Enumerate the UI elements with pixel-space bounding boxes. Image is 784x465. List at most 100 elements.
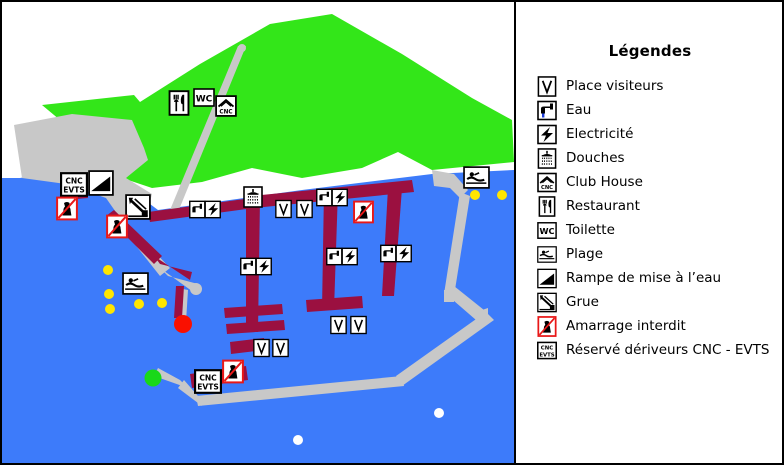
map-marker[interactable]: [56, 196, 80, 223]
svg-text:EVTS: EVTS: [197, 383, 219, 392]
beach-icon[interactable]: [463, 166, 490, 189]
no-mooring-icon[interactable]: [222, 359, 244, 384]
breakwater-lower: [196, 376, 404, 406]
no-mooring-icon[interactable]: [353, 200, 374, 224]
map-marker[interactable]: [296, 199, 315, 221]
breakwater-upper: [444, 192, 470, 296]
slipway-icon[interactable]: [88, 170, 114, 196]
pontoon-finger-c: [382, 188, 402, 296]
pontoon-finger-a-cross1: [224, 304, 283, 318]
water-elec-icon[interactable]: [316, 188, 348, 207]
water-area: [20, 170, 514, 463]
map-marker[interactable]: [253, 338, 272, 360]
buoy-red: [174, 315, 192, 333]
restaurant-icon: [536, 195, 557, 217]
visitor-berth-icon[interactable]: [275, 199, 292, 219]
pontoon-finger-b-cross: [306, 296, 363, 312]
map-marker[interactable]: [189, 200, 223, 221]
no-mooring-icon[interactable]: [106, 214, 128, 239]
map-marker[interactable]: WC: [193, 88, 217, 109]
no-mooring-icon[interactable]: [56, 196, 78, 221]
map-marker[interactable]: [240, 257, 274, 278]
map-marker[interactable]: [275, 199, 294, 221]
buoy-white: [434, 408, 444, 418]
map-marker[interactable]: [168, 90, 192, 118]
beach-icon[interactable]: [122, 272, 149, 295]
map-marker[interactable]: [272, 338, 291, 360]
map-marker[interactable]: [380, 244, 414, 265]
legend-row: Restaurant: [536, 194, 782, 218]
map-marker[interactable]: [88, 170, 116, 198]
pontoon-left-edge2: [154, 256, 192, 280]
legend-row: Rampe de mise à l’eau: [536, 266, 782, 290]
legend-row: Place visiteurs: [536, 74, 782, 98]
map-marker[interactable]: [326, 247, 360, 268]
club-house-icon[interactable]: CNC: [215, 95, 237, 117]
svg-text:WC: WC: [196, 95, 213, 105]
mole-tip-cap: [190, 283, 202, 295]
legend-label: Plage: [566, 246, 604, 262]
svg-text:CNC: CNC: [540, 345, 552, 351]
map-marker[interactable]: [122, 272, 151, 297]
water-elec-icon[interactable]: [326, 247, 358, 266]
map-marker[interactable]: [353, 200, 376, 226]
map-marker[interactable]: [463, 166, 492, 191]
visitor-berth-icon[interactable]: [296, 199, 313, 219]
water-elec-icon[interactable]: [240, 257, 272, 276]
legend-title: Légendes: [608, 42, 692, 60]
map-marker[interactable]: [316, 188, 350, 209]
buoy-yellow: [157, 298, 167, 308]
visitor-berth-icon[interactable]: [253, 338, 270, 358]
visitor-berth-icon: [536, 75, 557, 97]
svg-text:CNC: CNC: [219, 109, 232, 115]
water-elec-icon[interactable]: [380, 244, 412, 263]
legend-label: Amarrage interdit: [566, 318, 686, 334]
quay-left: [14, 114, 152, 218]
crane-icon[interactable]: [125, 194, 151, 220]
visitor-berth-icon[interactable]: [350, 315, 367, 335]
legend-row: Grue: [536, 290, 782, 314]
buoy-layer: [103, 190, 507, 445]
access-road: [170, 46, 246, 212]
crane-icon: [536, 292, 557, 313]
shower-icon[interactable]: [243, 186, 263, 208]
legend-row: Plage: [536, 242, 782, 266]
buoy-yellow: [134, 299, 144, 309]
breakwater-joint: [442, 174, 468, 198]
visitor-berth-icon[interactable]: [272, 338, 289, 358]
map-marker[interactable]: [222, 359, 246, 386]
map-marker[interactable]: [330, 315, 349, 337]
restaurant-icon[interactable]: [168, 90, 190, 116]
map-marker[interactable]: [125, 194, 153, 222]
water-tap-icon: [536, 100, 557, 121]
map-marker[interactable]: [106, 214, 130, 241]
pontoon-left-spur: [174, 286, 184, 318]
toilet-icon[interactable]: WC: [193, 88, 215, 107]
visitor-berth-icon[interactable]: [330, 315, 347, 335]
map-marker[interactable]: CNC: [215, 95, 239, 119]
water-elec-icon[interactable]: [189, 200, 221, 219]
map-marker[interactable]: [243, 186, 265, 210]
buoy-yellow: [470, 190, 480, 200]
legend-row: Eau: [536, 98, 782, 122]
breakwater-diag2: [396, 312, 494, 386]
legend-label: Réservé dériveurs CNC - EVTS: [566, 342, 770, 358]
slipway-icon: [536, 268, 557, 289]
legend-row: Electricité: [536, 122, 782, 146]
electricity-icon: [536, 124, 557, 145]
mole-left-lower: [160, 268, 198, 294]
water-area-left: [2, 178, 42, 463]
toilet-icon: WC: [536, 220, 557, 241]
map-marker[interactable]: [350, 315, 369, 337]
legend-label: Restaurant: [566, 198, 640, 214]
